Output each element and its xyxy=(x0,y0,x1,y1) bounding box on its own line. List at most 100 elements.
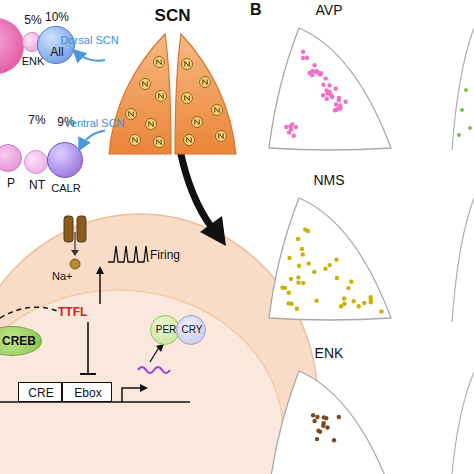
promoter-box: CRE xyxy=(18,382,62,402)
node-label: CRY xyxy=(177,324,207,336)
neuron-dot xyxy=(327,83,331,87)
neuron-dot xyxy=(333,108,337,112)
neuropeptide-circle: 7%NT xyxy=(24,150,48,174)
neuron-dot xyxy=(334,102,338,106)
promoter-box: Ebox xyxy=(62,382,112,402)
neuron-dot xyxy=(335,276,339,280)
node-label: NT xyxy=(25,178,49,192)
node-label: SCN xyxy=(105,6,240,26)
sodium-ion xyxy=(70,259,80,269)
neuron-dot xyxy=(325,97,329,101)
neuron-dot xyxy=(294,125,298,129)
neuron-dot xyxy=(349,280,353,284)
neuron-dot xyxy=(300,247,304,251)
neuron-dot xyxy=(322,415,326,419)
neuron-dot xyxy=(314,299,318,303)
neuron-dot xyxy=(368,295,372,299)
neuron-glyph xyxy=(195,120,199,125)
neuron-glyph xyxy=(219,134,223,139)
node-label: Ebox xyxy=(63,386,113,400)
neuron-glyph xyxy=(203,80,207,85)
neuron-dot xyxy=(295,307,299,311)
activation-arrow xyxy=(99,272,101,304)
neuron-dot xyxy=(337,98,341,102)
neuron-dot xyxy=(312,270,316,274)
connector-arrow xyxy=(80,131,106,150)
neuron-icon xyxy=(192,117,203,128)
neuron-dot xyxy=(287,301,291,305)
neuron-dot xyxy=(352,299,356,303)
neuropeptide-circle xyxy=(0,18,24,74)
node-label: ENK xyxy=(263,345,395,362)
neuron-icon xyxy=(182,93,193,104)
scn-illustration xyxy=(105,26,240,156)
scn-map-outline xyxy=(263,194,395,322)
neuron-dot xyxy=(324,76,328,80)
neuron-icon xyxy=(154,57,165,68)
neuron-dot xyxy=(297,264,301,268)
cell-nucleus xyxy=(0,290,283,474)
neuron-dot xyxy=(339,304,343,308)
neuron-dot xyxy=(338,103,342,107)
neuron-dot xyxy=(312,63,316,67)
neuron-icon xyxy=(182,59,193,70)
influx-arrow xyxy=(74,232,75,252)
neuron-dot xyxy=(315,437,319,441)
big-arrow-head xyxy=(200,216,226,246)
neuron-glyph xyxy=(133,138,137,143)
neuron-dot xyxy=(296,280,300,284)
neuron-dot xyxy=(362,301,366,305)
big-arrow xyxy=(180,150,212,228)
node-label: AVP xyxy=(263,2,395,19)
neuron-icon xyxy=(146,119,157,130)
protein-circle: CRY xyxy=(176,315,206,345)
inhibition-bar xyxy=(80,373,96,375)
neuron-dot xyxy=(296,275,300,279)
neuron-dot xyxy=(311,413,315,417)
neuron-icon xyxy=(216,131,227,142)
scn-map-shape xyxy=(269,198,391,320)
neuron-dot xyxy=(369,300,373,304)
neuron-dot xyxy=(287,130,291,134)
scn-map: ENK xyxy=(263,345,395,474)
scn-map-shape xyxy=(269,28,391,150)
percent-label: 7% xyxy=(17,113,57,127)
sodium-channel xyxy=(64,216,73,242)
neuron-dot xyxy=(288,124,292,128)
connector-label: Dorsal SCN xyxy=(61,35,119,48)
neuron-icon xyxy=(126,109,137,120)
neuron-icon xyxy=(140,79,151,90)
neuron-dot xyxy=(306,229,310,233)
neuron-glyph xyxy=(185,62,189,67)
neuron-glyph xyxy=(185,96,189,101)
neuron-dot xyxy=(321,83,325,87)
neuron-dot xyxy=(334,258,338,262)
sodium-channel xyxy=(77,216,86,242)
node-label: P xyxy=(1,176,21,190)
neuron-glyph xyxy=(129,112,133,117)
neuron-icon xyxy=(154,137,165,148)
neuron-dot xyxy=(296,237,300,241)
neuron-dot xyxy=(301,50,305,54)
scn-map: NMS xyxy=(263,172,395,327)
scn-map-shape xyxy=(269,371,391,474)
node-label: NMS xyxy=(263,172,395,189)
connector-label: Ventral SCN xyxy=(64,117,125,130)
neuron-dot xyxy=(289,277,293,281)
neuron-dot xyxy=(325,425,329,429)
neuron-dot xyxy=(324,88,328,92)
neuron-dot xyxy=(312,419,316,423)
cut-map-dots xyxy=(457,88,472,137)
node-label: All xyxy=(38,45,76,59)
scn-map-outline xyxy=(263,367,395,474)
neuron-dot xyxy=(292,134,296,138)
neuron-dot xyxy=(323,267,327,271)
neuron-dot xyxy=(322,421,326,425)
neuron-glyph xyxy=(187,138,191,143)
neuron-glyph xyxy=(149,122,153,127)
neuron-icon xyxy=(184,135,195,146)
neuron-glyph xyxy=(143,82,147,87)
mrna-squiggle xyxy=(138,367,170,373)
transcription-start xyxy=(122,388,142,402)
